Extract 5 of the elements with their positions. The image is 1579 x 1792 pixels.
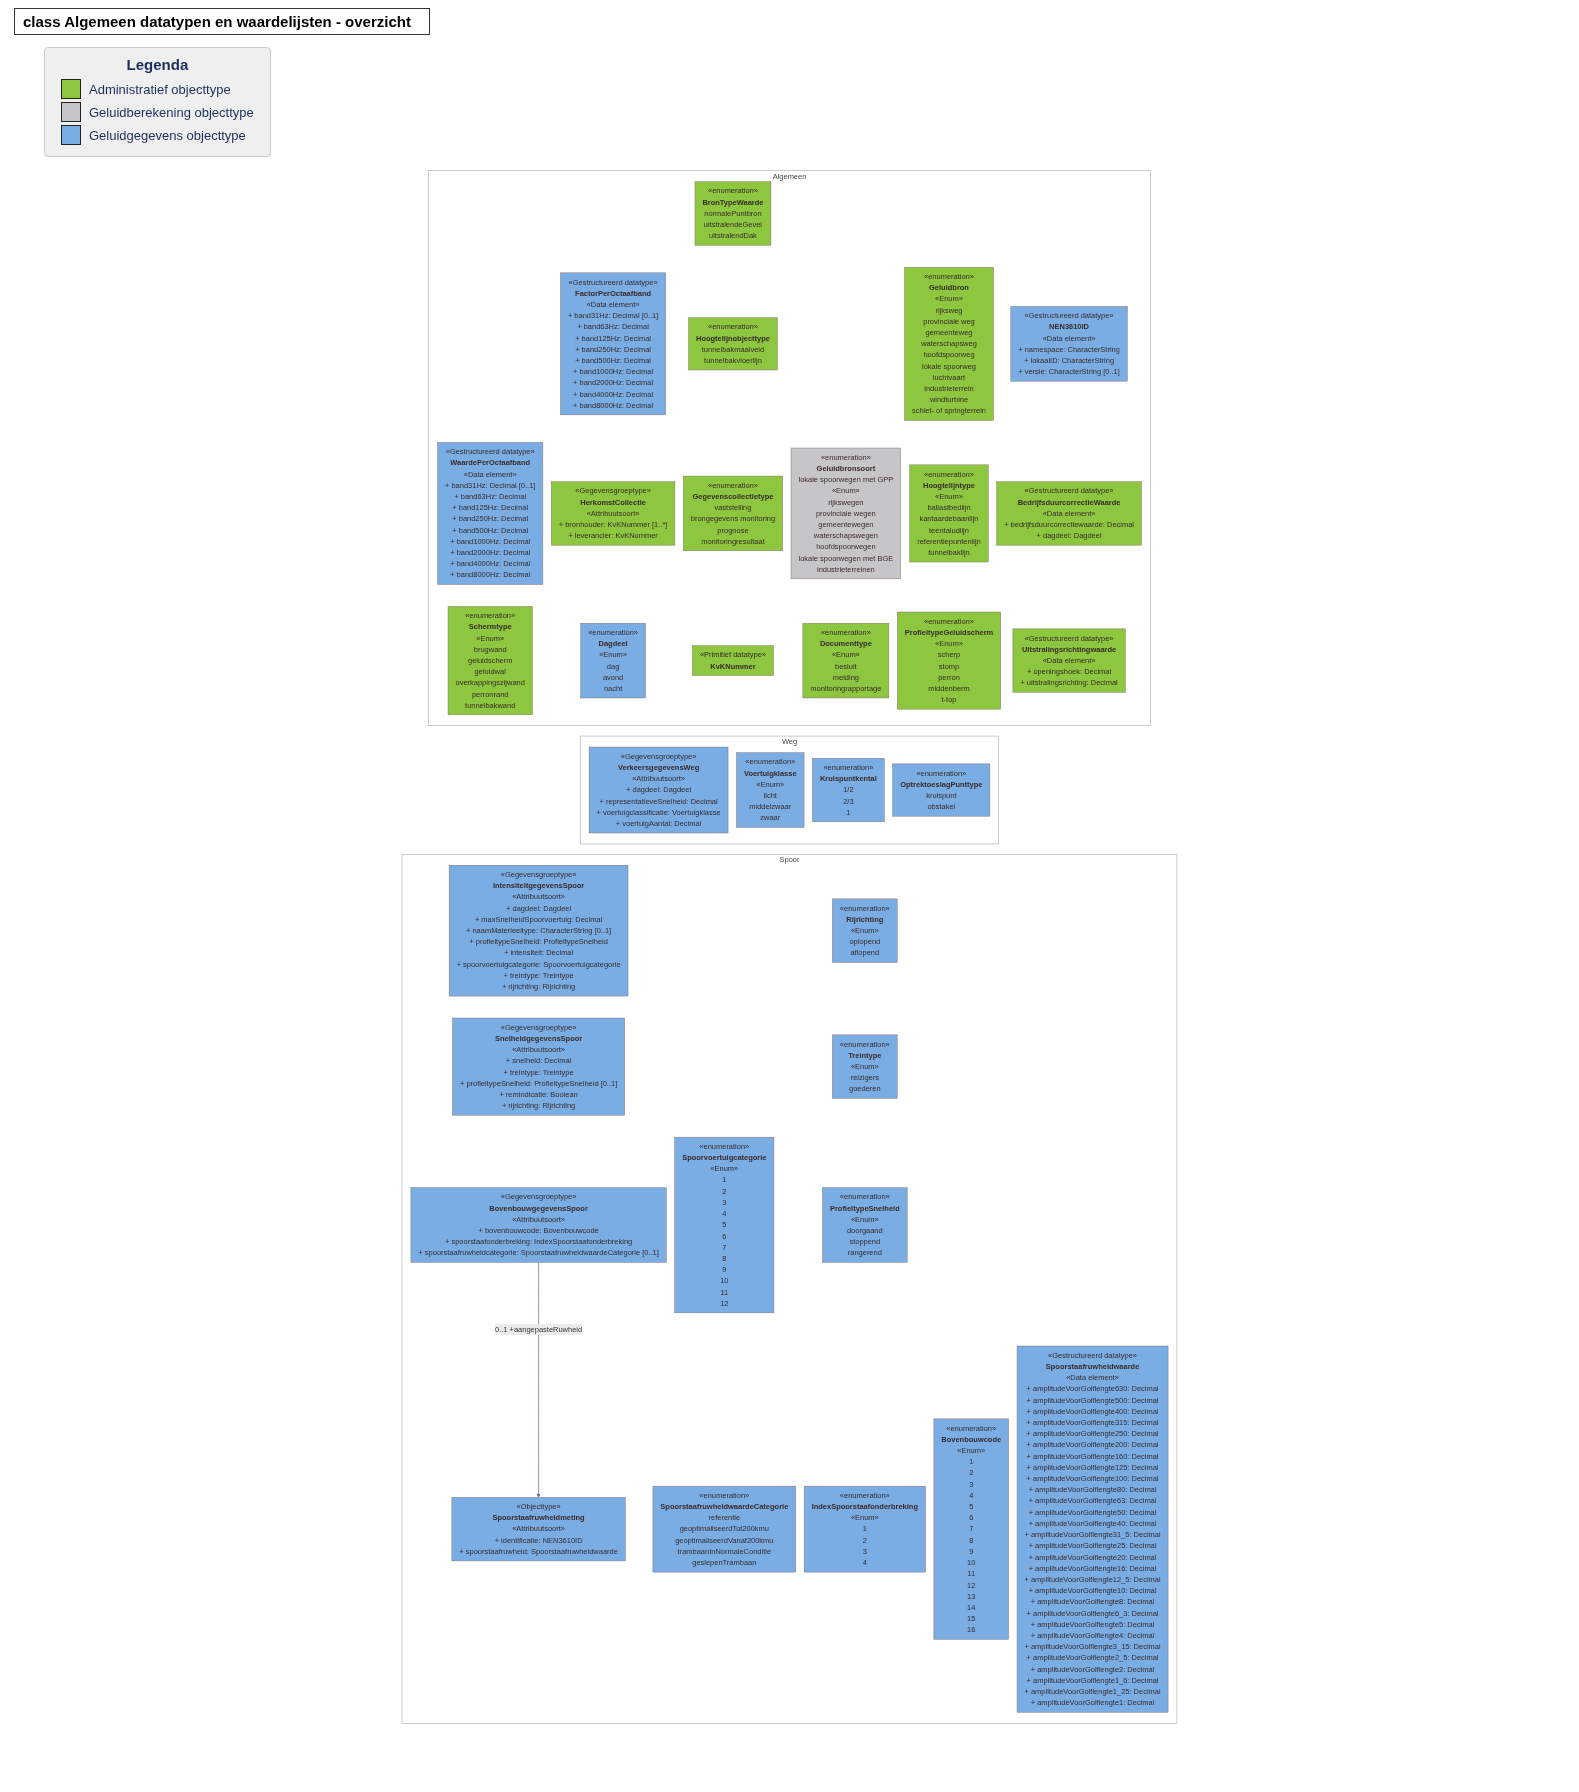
- diagram-title: class Algemeen datatypen en waardelijsten - overzicht: [14, 8, 430, 35]
- legend-label: Geluidberekening objecttype: [89, 104, 254, 120]
- legend-label: Geluidgegevens objecttype: [89, 127, 246, 143]
- legend-label: Administratief objecttype: [89, 81, 231, 97]
- legend-heading: Legenda: [125, 56, 190, 73]
